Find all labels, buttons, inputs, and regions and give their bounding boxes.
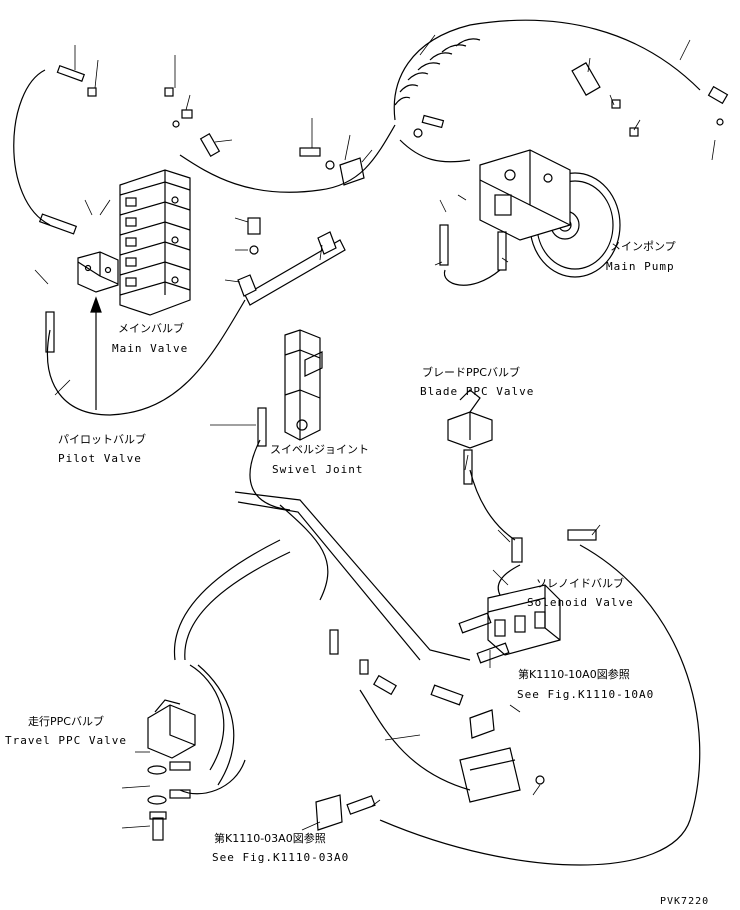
- travel-ppc-valve-label-ja: 走行PPCバルブ: [28, 715, 104, 728]
- see-fig-k1110-03a0-label-ja: 第K1110-03A0図参照: [214, 832, 326, 845]
- main-valve-label-en: Main Valve: [112, 342, 189, 355]
- see-fig-k1110-10a0-label-en: See Fig.K1110-10A0: [517, 688, 655, 701]
- fittings: [38, 62, 729, 815]
- solenoid-valve-drawing: [487, 584, 561, 656]
- solenoid-valve-label-ja: ソレノイドバルブ: [536, 577, 624, 590]
- swivel-joint-label-ja: スイベルジョイント: [270, 443, 369, 456]
- leader-lines: [34, 34, 716, 831]
- swivel-joint-label-en: Swivel Joint: [272, 463, 364, 476]
- main-pump-label-ja: メインポンプ: [610, 240, 676, 253]
- pilot-valve-label-en: Pilot Valve: [58, 452, 142, 465]
- travel-ppc-valve-label-en: Travel PPC Valve: [5, 734, 127, 747]
- travel-ppc-valve-drawing: [147, 699, 196, 841]
- main-valve-drawing: [119, 169, 191, 316]
- drawing-code: PVK7220: [660, 896, 710, 907]
- spiral-hose-protector: [394, 38, 481, 106]
- bracket-drawing: [237, 157, 521, 831]
- main-valve-label-ja: メインバルブ: [118, 322, 184, 335]
- blade-ppc-valve-label-ja: ブレードPPCバルブ: [422, 366, 520, 379]
- swivel-joint-drawing: [284, 329, 323, 441]
- main-pump-label-en: Main Pump: [606, 260, 675, 273]
- hose-lines: [13, 19, 701, 866]
- solenoid-valve-label-en: Solenoid Valve: [527, 596, 634, 609]
- see-fig-k1110-10a0-label-ja: 第K1110-10A0図参照: [518, 668, 630, 681]
- blade-ppc-valve-label-en: Blade PPC Valve: [420, 385, 535, 398]
- pilot-valve-drawing: [77, 251, 119, 410]
- see-fig-k1110-03a0-label-en: See Fig.K1110-03A0: [212, 851, 350, 864]
- main-pump-drawing: [479, 149, 621, 278]
- blade-ppc-valve-drawing: [447, 389, 493, 449]
- pilot-valve-label-ja: パイロットバルブ: [58, 433, 146, 446]
